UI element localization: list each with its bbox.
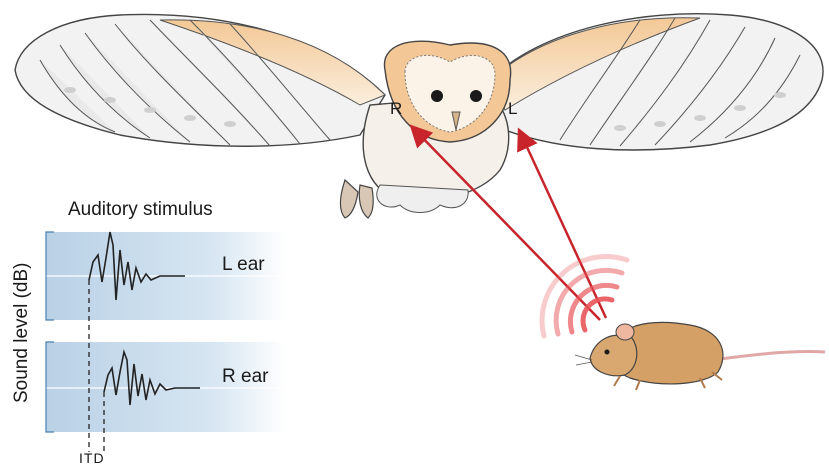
owl-left-ear-marker: L [508, 99, 517, 119]
owl-right-wing [490, 14, 823, 150]
mouse-tail [712, 352, 825, 360]
owl-talons [340, 180, 373, 218]
mouse-head [590, 335, 637, 376]
owl-eye-left [431, 90, 443, 102]
mouse-ear [616, 324, 634, 340]
sound-wave-icon [542, 256, 627, 336]
mouse-eye [605, 350, 610, 355]
owl-eye-right [470, 90, 482, 102]
owl-tail [377, 185, 468, 213]
stimulus-title: Auditory stimulus [68, 199, 213, 221]
interaural-delay-label: ITD [79, 450, 105, 466]
y-axis-label: Sound level (dB) [11, 263, 33, 403]
mouse-illustration [575, 322, 825, 390]
mouse-whiskers [575, 355, 592, 365]
owl-illustration [15, 14, 823, 218]
owl-right-ear-marker: R [390, 99, 402, 119]
r-ear-trace-label: R ear [222, 366, 268, 388]
owl-left-wing [15, 14, 385, 146]
sound-path-arrows [413, 128, 606, 320]
l-ear-trace-label: L ear [222, 254, 265, 276]
